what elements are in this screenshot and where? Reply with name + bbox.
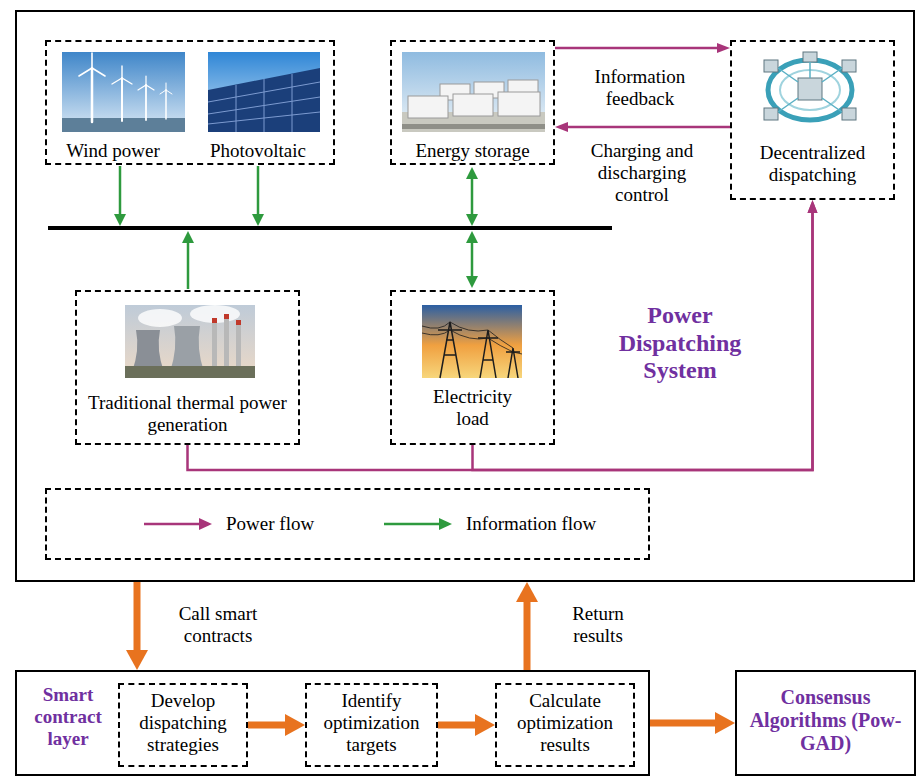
- heading-text: Consensus Algorithms (Pow-GAD): [742, 686, 909, 755]
- power-flow-arrow: [473, 200, 818, 470]
- network-icon: [764, 52, 856, 120]
- connector-line: [555, 47, 718, 50]
- legend-sample: [382, 514, 454, 534]
- edge-label: Return results: [553, 603, 643, 647]
- connector-line: [188, 212, 813, 470]
- process-box: Identify optimization targets: [305, 683, 438, 767]
- box-label: Photovoltaic: [198, 140, 318, 162]
- box-label: Calculate optimization results: [500, 690, 630, 756]
- call-arrow: [516, 582, 538, 670]
- arrow-head: [717, 43, 730, 53]
- heading-text: Power Dispatching System: [600, 302, 760, 385]
- edge-label: Call smart contracts: [158, 603, 278, 647]
- legend-box: Power flow Information flow: [45, 488, 650, 560]
- bus-bar: [48, 228, 612, 229]
- dispatch-box: Decentralized dispatching: [730, 40, 895, 200]
- process-box: Develop dispatching strategies: [118, 683, 248, 767]
- connector-line: [438, 722, 476, 729]
- box-label: Traditional thermal power generation: [82, 392, 293, 436]
- arrow-head: [808, 200, 818, 213]
- load-box: Electricity load: [390, 290, 555, 445]
- arrow-head: [126, 650, 148, 670]
- contract-layer: Smart contract layerDevelop dispatching …: [15, 670, 650, 776]
- generation-box: Wind power Photovoltaic: [45, 40, 335, 165]
- transmission-picture: [422, 305, 522, 378]
- box-label: Develop dispatching strategies: [123, 690, 243, 756]
- storage-box: Energy storage: [390, 40, 555, 165]
- connector-line: [524, 601, 531, 670]
- box-label: Energy storage: [394, 140, 551, 162]
- box-label: Identify optimization targets: [310, 690, 433, 756]
- call-arrow: [248, 714, 305, 736]
- legend-text: Information flow: [466, 513, 596, 535]
- call-arrow: [438, 714, 495, 736]
- legend-text: Power flow: [226, 513, 314, 535]
- consensus-box: Consensus Algorithms (Pow-GAD): [735, 670, 916, 776]
- arrow-head: [715, 712, 735, 734]
- heading-text: Smart contract layer: [21, 684, 115, 750]
- thermal-box: Traditional thermal power generation: [75, 290, 300, 445]
- call-arrow: [650, 712, 735, 734]
- connector-line: [134, 582, 141, 651]
- connector-line: [473, 212, 813, 470]
- power-flow-arrow: [555, 122, 730, 132]
- arrow-head: [808, 200, 818, 213]
- arrow-head: [516, 582, 538, 602]
- power-plant-picture: [125, 305, 255, 378]
- process-box: Calculate optimization results: [495, 683, 635, 767]
- wind-picture: [62, 52, 185, 132]
- legend-entry: Power flow: [142, 512, 314, 536]
- legend-entry: Information flow: [382, 512, 596, 536]
- arrow-head: [285, 714, 305, 736]
- power-flow-arrow: [188, 200, 818, 470]
- information-flow-arrows: [114, 166, 478, 289]
- edge-label: Information feedback: [575, 66, 705, 110]
- connector-line: [650, 720, 716, 727]
- system-panel: Power Dispatching System Wind power Photov…: [15, 10, 915, 582]
- arrow-head: [475, 714, 495, 736]
- arrow-head: [555, 122, 568, 132]
- power-flow-arrow: [555, 43, 730, 53]
- edge-label: Charging and discharging control: [574, 140, 710, 206]
- box-label: Wind power: [53, 140, 173, 162]
- solar-picture: [208, 52, 320, 132]
- connector-line: [567, 126, 730, 129]
- box-label: Decentralized dispatching: [737, 142, 888, 186]
- connector-line: [248, 722, 286, 729]
- box-label: Electricity load: [420, 386, 525, 430]
- call-arrow: [126, 582, 148, 670]
- legend-sample: [142, 514, 214, 534]
- storage-picture: [402, 52, 545, 132]
